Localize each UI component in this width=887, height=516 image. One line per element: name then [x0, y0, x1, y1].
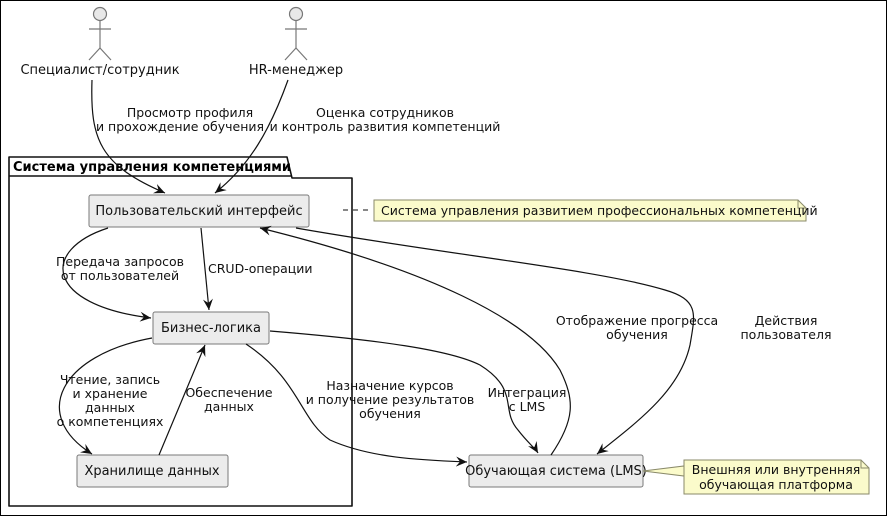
- edge-specialist-to-ui[interactable]: [91, 79, 166, 194]
- edge-label-storage-to-logic: Обеспечение данных: [185, 385, 272, 414]
- svg-text:Передача запросов: Передача запросов: [56, 254, 184, 269]
- edge-lms-to-ui-progress[interactable]: [259, 225, 571, 456]
- edge-hr-to-ui[interactable]: [214, 79, 289, 194]
- edge-ui-to-logic-requests[interactable]: [62, 227, 152, 322]
- component-logic-label: Бизнес-логика: [161, 321, 261, 336]
- package-competency-system[interactable]: Система управления компетенциями: [8, 156, 353, 507]
- component-storage-label: Хранилище данных: [84, 464, 219, 479]
- package-title: Система управления компетенциями: [13, 160, 291, 175]
- actor-specialist-label: Специалист/сотрудник: [20, 63, 179, 78]
- actor-hr-manager[interactable]: HR-менеджер: [249, 6, 343, 79]
- component-data-storage[interactable]: Хранилище данных: [76, 454, 229, 488]
- svg-text:Интеграция: Интеграция: [488, 385, 567, 400]
- edge-label-specialist-to-ui: Просмотр профиля и прохождение обучения: [96, 105, 264, 134]
- svg-text:CRUD-операции: CRUD-операции: [208, 261, 313, 276]
- stick-figure-icon: [88, 6, 112, 61]
- edge-label-ui-to-logic-requests: Передача запросов от пользователей: [56, 254, 184, 283]
- svg-text:данных: данных: [204, 399, 254, 414]
- actor-specialist[interactable]: Специалист/сотрудник: [20, 6, 180, 79]
- note-lms-line-2: обучающая платформа: [699, 477, 853, 492]
- edge-label-logic-to-lms-integration: Интеграция с LMS: [488, 385, 567, 414]
- edge-logic-to-storage[interactable]: [58, 337, 153, 455]
- svg-text:обучения: обучения: [606, 327, 668, 342]
- svg-text:данных: данных: [85, 400, 135, 415]
- stick-figure-icon: [284, 6, 308, 61]
- edge-logic-to-lms-assign[interactable]: [245, 343, 468, 467]
- svg-text:Отображение прогресса: Отображение прогресса: [556, 313, 718, 328]
- svg-text:о компетенциях: о компетенциях: [57, 414, 164, 429]
- svg-text:и получение результатов: и получение результатов: [306, 392, 475, 407]
- edge-label-hr-to-ui: Оценка сотрудников и контроль развития к…: [270, 105, 501, 134]
- svg-text:обучения: обучения: [359, 406, 421, 421]
- svg-text:Действия: Действия: [755, 313, 818, 328]
- svg-text:Оценка сотрудников: Оценка сотрудников: [316, 105, 454, 120]
- note-system: Система управления развитием профессиона…: [343, 199, 818, 222]
- note-lms: Внешняя или внутренняя обучающая платфор…: [642, 459, 870, 495]
- svg-text:Просмотр профиля: Просмотр профиля: [127, 105, 253, 120]
- component-business-logic[interactable]: Бизнес-логика: [152, 311, 270, 345]
- component-ui[interactable]: Пользовательский интерфейс: [88, 194, 310, 228]
- component-ui-label: Пользовательский интерфейс: [95, 204, 302, 219]
- svg-text:и контроль развития компетенци: и контроль развития компетенций: [270, 119, 501, 134]
- svg-text:и хранение: и хранение: [73, 386, 148, 401]
- svg-text:Чтение, запись: Чтение, запись: [60, 372, 160, 387]
- svg-text:Обеспечение: Обеспечение: [185, 385, 272, 400]
- edge-logic-to-lms-integration[interactable]: [269, 330, 539, 454]
- note-system-text: Система управления развитием профессиона…: [381, 203, 818, 218]
- edge-ui-to-logic-crud[interactable]: [200, 227, 213, 311]
- edge-label-logic-to-storage: Чтение, запись и хранение данных о компе…: [57, 372, 164, 429]
- component-lms-label: Обучающая система (LMS): [465, 464, 647, 479]
- edge-label-ui-to-lms-actions: Действия пользователя: [741, 313, 832, 342]
- svg-text:пользователя: пользователя: [741, 327, 832, 342]
- svg-text:Назначение курсов: Назначение курсов: [326, 378, 453, 393]
- svg-text:и прохождение обучения: и прохождение обучения: [96, 119, 264, 134]
- edge-label-logic-to-lms-assign: Назначение курсов и получение результато…: [306, 378, 475, 421]
- component-lms[interactable]: Обучающая система (LMS): [465, 454, 647, 488]
- actor-hr-label: HR-менеджер: [249, 63, 343, 78]
- edge-ui-to-lms-actions[interactable]: [295, 227, 695, 455]
- edge-label-ui-to-logic-crud: CRUD-операции: [208, 261, 313, 276]
- svg-text:от пользователей: от пользователей: [61, 268, 179, 283]
- edge-label-lms-to-ui-progress: Отображение прогресса обучения: [556, 313, 718, 342]
- svg-text:с LMS: с LMS: [509, 399, 546, 414]
- note-lms-line-1: Внешняя или внутренняя: [692, 462, 861, 477]
- edge-storage-to-logic[interactable]: [158, 344, 206, 456]
